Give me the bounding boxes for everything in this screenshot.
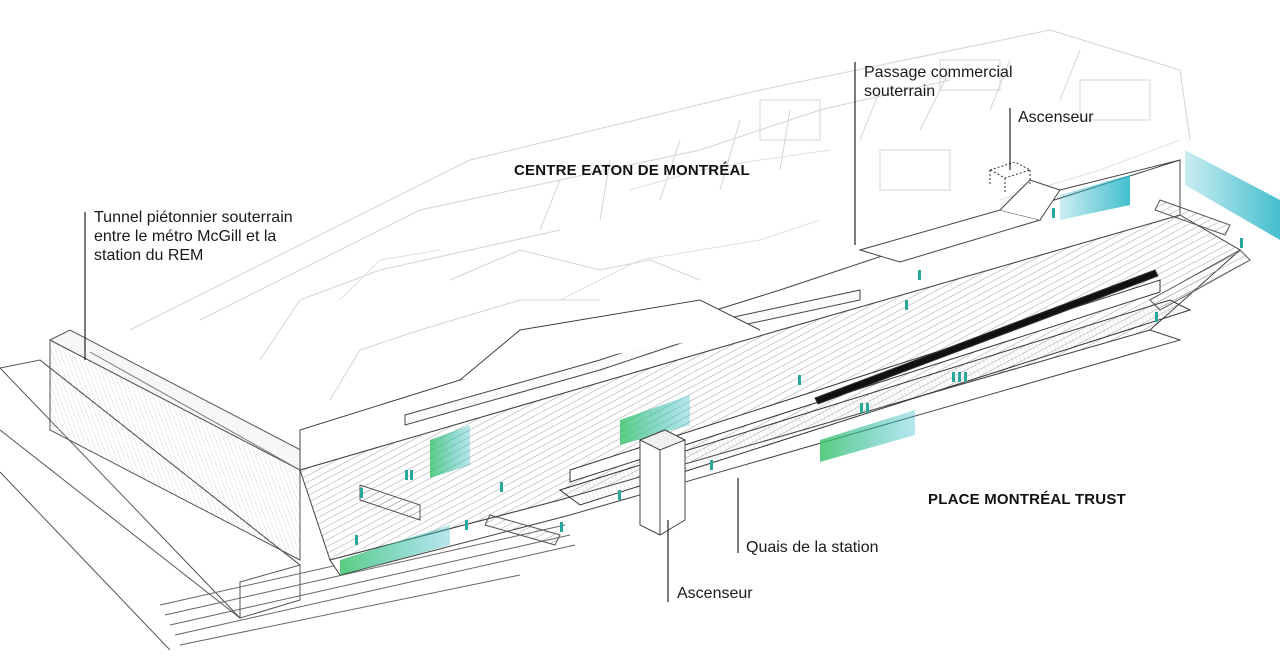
elevator-tower: [638, 429, 687, 536]
rails: [159, 514, 576, 646]
callout-passage-commercial: Passage commercial souterrain: [864, 64, 1013, 100]
callout-tunnel: Tunnel piétonnier souterrain entre le mé…: [94, 209, 293, 264]
station-platform: [558, 269, 1192, 506]
back-walls: [299, 159, 1181, 471]
callout-ascenseur-bottom: Ascenseur: [677, 585, 753, 602]
glass-panels: [340, 150, 1280, 575]
concourse-deck: [299, 214, 1241, 576]
callout-quais: Quais de la station: [746, 539, 879, 556]
stairs: [359, 199, 1251, 546]
callout-ascenseur-top: Ascenseur: [1018, 109, 1094, 126]
elevator-top-box: [988, 161, 1032, 193]
zone-label-centre-eaton: CENTRE EATON DE MONTRÉAL: [514, 162, 750, 179]
leader-lines: [84, 62, 1011, 602]
zone-label-place-montreal-trust: PLACE MONTRÉAL TRUST: [928, 491, 1126, 508]
people-figures: [355, 208, 1243, 545]
context-buildings: [129, 29, 1191, 401]
